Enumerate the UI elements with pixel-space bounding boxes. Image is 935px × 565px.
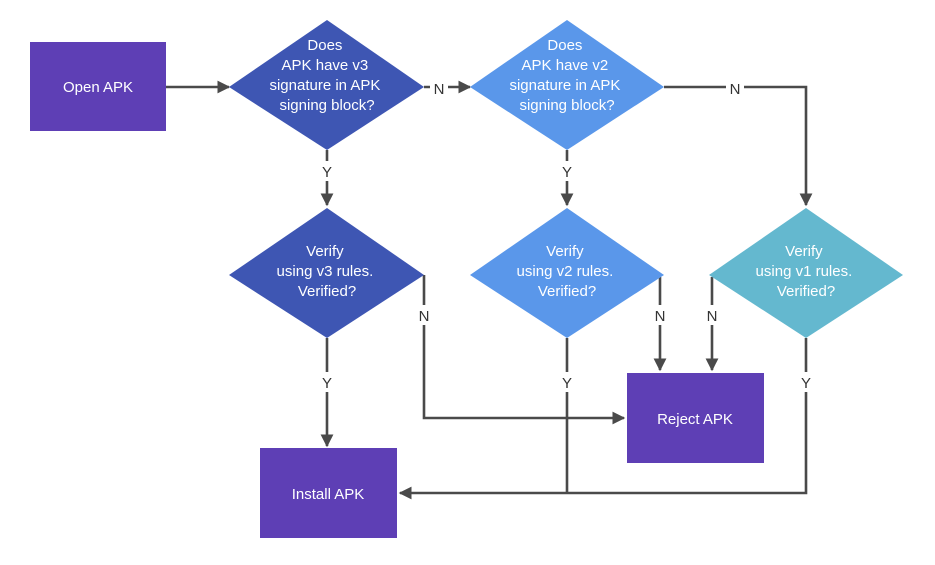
node-install-apk: Install APK [260, 448, 397, 538]
verify-v2-label: Verify using v2 rules. Verified? [517, 243, 618, 300]
check-v2-line-2: APK have v2 [522, 57, 609, 74]
edge-label-verify-v1-yes: Y [801, 375, 811, 392]
verify-v1-line-3: Verified? [777, 283, 835, 300]
edge-label-verify-v2-no: N [655, 308, 666, 325]
edge-label-v2-yes: Y [562, 164, 572, 181]
edge-label-verify-v1-no: N [707, 308, 718, 325]
check-v3-line-4: signing block? [279, 97, 374, 114]
check-v3-line-2: APK have v3 [282, 57, 369, 74]
check-v3-line-3: signature in APK [269, 77, 380, 94]
verify-v1-line-1: Verify [785, 243, 823, 260]
reject-apk-label: Reject APK [657, 411, 733, 428]
verify-v2-line-2: using v2 rules. [517, 263, 614, 280]
node-check-v2: Does APK have v2 signature in APK signin… [470, 20, 664, 150]
edge-label-v2-no: N [730, 81, 741, 98]
edge-labels: N N Y Y Y N N N Y Y [318, 78, 815, 392]
node-verify-v3: Verify using v3 rules. Verified? [229, 208, 424, 338]
verify-v3-line-2: using v3 rules. [277, 263, 374, 280]
edge-label-verify-v2-yes: Y [562, 375, 572, 392]
verify-v2-line-1: Verify [546, 243, 584, 260]
node-verify-v2: Verify using v2 rules. Verified? [470, 208, 664, 338]
check-v2-line-1: Does [547, 37, 582, 54]
edge-label-v3-yes: Y [322, 164, 332, 181]
verify-v1-line-2: using v1 rules. [756, 263, 853, 280]
node-reject-apk: Reject APK [627, 373, 764, 463]
open-apk-label: Open APK [63, 79, 133, 96]
verify-v3-label: Verify using v3 rules. Verified? [277, 243, 378, 300]
node-open-apk: Open APK [30, 42, 166, 131]
check-v2-line-4: signing block? [519, 97, 614, 114]
check-v2-label: Does APK have v2 signature in APK signin… [509, 37, 624, 114]
edge-label-verify-v3-yes: Y [322, 375, 332, 392]
verify-v3-line-1: Verify [306, 243, 344, 260]
check-v3-line-1: Does [307, 37, 342, 54]
check-v3-label: Does APK have v3 signature in APK signin… [269, 37, 384, 114]
install-apk-label: Install APK [292, 486, 365, 503]
node-verify-v1: Verify using v1 rules. Verified? [709, 208, 903, 338]
check-v2-line-3: signature in APK [509, 77, 620, 94]
edge-check-v2-no [664, 85, 813, 207]
node-check-v3: Does APK have v3 signature in APK signin… [229, 20, 424, 150]
edge-label-v3-no: N [434, 81, 445, 98]
verify-v3-line-3: Verified? [298, 283, 356, 300]
verify-v1-label: Verify using v1 rules. Verified? [756, 243, 857, 300]
verify-v2-line-3: Verified? [538, 283, 596, 300]
edge-label-verify-v3-no: N [419, 308, 430, 325]
